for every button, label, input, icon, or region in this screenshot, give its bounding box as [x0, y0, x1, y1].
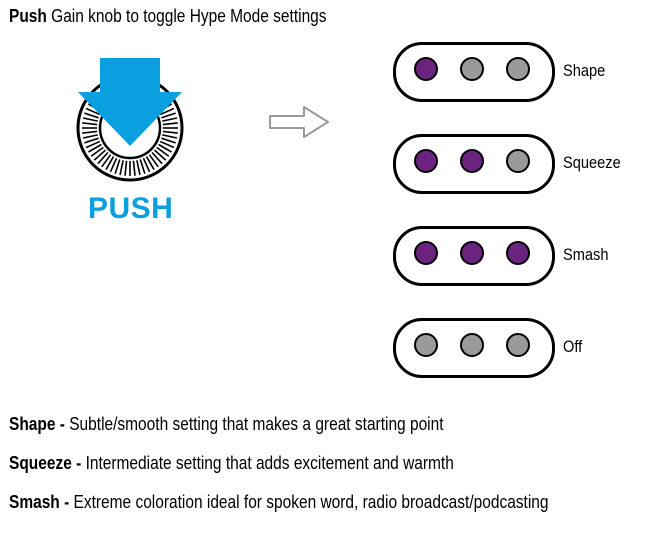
led-dot: [506, 57, 530, 81]
mode-label-off: Off: [563, 337, 583, 356]
right-arrow-icon: [269, 106, 329, 138]
description-text: Extreme coloration ideal for spoken word…: [73, 492, 549, 512]
description-separator: -: [71, 453, 86, 473]
mode-pill: [393, 42, 555, 102]
description-text: Intermediate setting that adds excitemen…: [85, 453, 454, 473]
description-smash: Smash - Extreme coloration ideal for spo…: [9, 492, 549, 513]
description-separator: -: [55, 414, 70, 434]
mode-off: Off: [393, 318, 582, 378]
led-dot: [460, 149, 484, 173]
description-text: Subtle/smooth setting that makes a great…: [69, 414, 444, 434]
mode-pill: [393, 318, 555, 378]
led-dot: [414, 333, 438, 357]
mode-squeeze: Squeeze: [393, 134, 621, 194]
instruction-text: Gain knob to toggle Hype Mode settings: [46, 6, 327, 26]
led-dot: [414, 57, 438, 81]
gain-knob-icon: [76, 58, 184, 182]
mode-smash: Smash: [393, 226, 609, 286]
instruction-bold: Push: [9, 6, 47, 26]
led-dot: [506, 149, 530, 173]
led-dot: [414, 241, 438, 265]
description-separator: -: [59, 492, 74, 512]
led-dot: [506, 333, 530, 357]
description-term: Shape: [9, 414, 56, 434]
mode-label-smash: Smash: [563, 245, 609, 264]
instruction-heading: Push Gain knob to toggle Hype Mode setti…: [9, 6, 327, 27]
description-term: Squeeze: [9, 453, 72, 473]
led-dot: [460, 57, 484, 81]
led-dot: [460, 333, 484, 357]
mode-pill: [393, 134, 555, 194]
led-dot: [460, 241, 484, 265]
push-label: PUSH: [88, 192, 174, 225]
mode-label-shape: Shape: [563, 61, 606, 80]
mode-shape: Shape: [393, 42, 605, 102]
description-squeeze: Squeeze - Intermediate setting that adds…: [9, 453, 454, 474]
push-arrow-icon: [78, 58, 182, 146]
mode-label-squeeze: Squeeze: [563, 153, 621, 172]
description-shape: Shape - Subtle/smooth setting that makes…: [9, 414, 444, 435]
led-dot: [414, 149, 438, 173]
led-dot: [506, 241, 530, 265]
description-term: Smash: [9, 492, 60, 512]
mode-pill: [393, 226, 555, 286]
